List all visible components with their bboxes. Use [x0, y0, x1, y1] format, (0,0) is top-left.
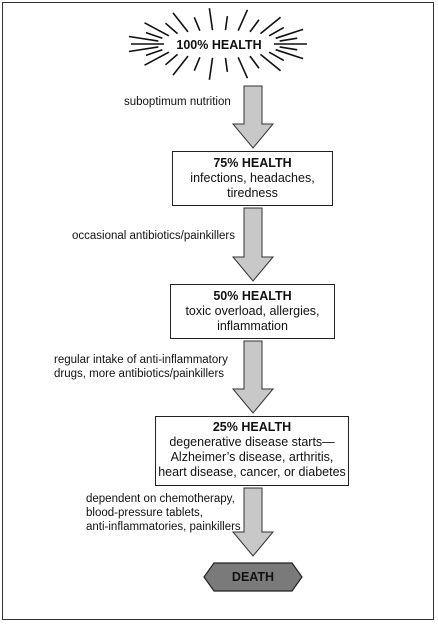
node-health-25-title: 25% HEALTH: [212, 420, 292, 434]
starburst-ray: [224, 16, 229, 31]
starburst-ray: [249, 19, 260, 33]
edge-label-1-line-1: suboptimum nutrition: [124, 96, 231, 108]
arrow-edge-4: [231, 487, 275, 557]
starburst-ray: [259, 16, 282, 35]
starburst-icon: [128, 8, 307, 80]
starburst-ray: [145, 31, 163, 40]
arrow-edge-1: [231, 85, 275, 149]
edge-label-4-line-3: anti-inflammatories, painkillers: [86, 521, 241, 533]
starburst-ray: [145, 48, 163, 57]
node-health-25-line-1: degenerative disease starts—: [169, 435, 335, 449]
diagram-frame: [2, 2, 434, 620]
edge-label-2: occasional antibiotics/painkillers: [72, 229, 235, 243]
starburst-ray: [144, 22, 170, 37]
node-health-75: 75% HEALTH infections, headaches, tiredn…: [172, 156, 333, 201]
starburst-ray: [279, 37, 298, 42]
starburst-ray: [237, 56, 249, 79]
starburst-ray: [275, 48, 304, 60]
death-shape: [203, 562, 303, 592]
node-health-25: 25% HEALTH degenerative disease starts— …: [155, 420, 349, 480]
node-death-title: DEATH: [231, 570, 275, 584]
edge-label-3-line-2: drugs, more antibiotics/painkillers: [54, 368, 225, 380]
starburst-ray: [249, 55, 260, 69]
node-death: DEATH: [204, 570, 302, 584]
starburst-ray: [144, 51, 170, 66]
arrow-edge-2: [231, 207, 275, 282]
node-health-50: 50% HEALTH toxic overload, allergies, in…: [170, 289, 335, 334]
edge-label-2-line-1: occasional antibiotics/painkillers: [72, 230, 235, 242]
starburst-ray: [275, 28, 304, 40]
node-health-50-line-2: inflammation: [217, 319, 288, 333]
starburst-ray: [164, 22, 179, 35]
node-health-25-box: [155, 416, 349, 486]
starburst-ray: [208, 8, 214, 31]
starburst-ray: [259, 53, 282, 72]
starburst-ray: [237, 9, 249, 32]
edge-label-1: suboptimum nutrition: [124, 95, 231, 109]
node-health-75-box: [172, 151, 333, 206]
node-health-100: 100% HEALTH: [169, 38, 269, 53]
starburst-ray: [279, 46, 298, 51]
node-health-25-line-3: heart disease, cancer, or diabetes: [158, 465, 346, 479]
node-health-50-box: [170, 284, 335, 339]
edge-label-3: regular intake of anti-inflammatory drug…: [54, 353, 228, 381]
starburst-ray: [172, 12, 189, 33]
edge-label-4-line-2: blood-pressure tablets,: [86, 507, 203, 519]
starburst-ray: [208, 57, 214, 80]
starburst-ray: [164, 53, 179, 66]
node-health-50-title: 50% HEALTH: [213, 289, 292, 303]
node-health-100-title: 100% HEALTH: [176, 38, 262, 52]
starburst-ray: [128, 35, 159, 42]
starburst-ray: [128, 46, 159, 53]
starburst-ray: [268, 51, 285, 62]
node-health-75-title: 75% HEALTH: [213, 156, 292, 170]
node-health-50-line-1: toxic overload, allergies,: [185, 304, 320, 318]
edge-label-3-line-1: regular intake of anti-inflammatory: [54, 354, 228, 366]
starburst-ray: [193, 17, 201, 31]
edge-label-4-line-1: dependent on chemotherapy,: [86, 493, 235, 505]
starburst-ray: [268, 26, 285, 37]
starburst-ray: [193, 57, 201, 71]
starburst-ray: [172, 55, 189, 76]
edge-label-4: dependent on chemotherapy, blood-pressur…: [86, 492, 241, 534]
arrow-edge-3: [231, 340, 275, 414]
starburst-ray: [224, 57, 229, 72]
node-health-25-line-2: Alzheimer’s disease, arthritis,: [170, 450, 334, 464]
node-health-75-line-2: tiredness: [227, 186, 278, 200]
node-health-75-line-1: infections, headaches,: [190, 171, 315, 185]
